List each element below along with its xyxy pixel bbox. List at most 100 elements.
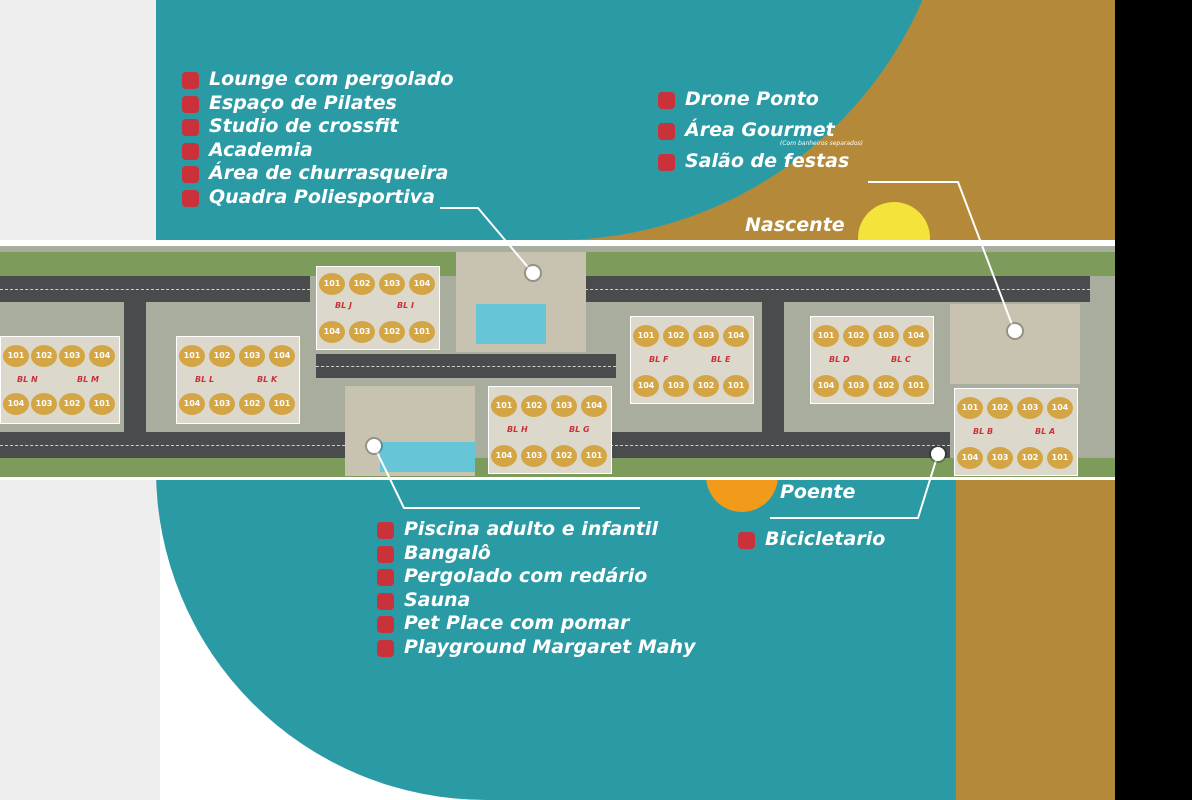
unit-number: 103 xyxy=(663,375,689,397)
unit-number: 101 xyxy=(269,393,295,415)
legend-item-label: Piscina adulto e infantil xyxy=(404,518,658,540)
unit-number: 103 xyxy=(239,345,265,367)
block-label: BL F xyxy=(649,355,669,364)
residential-block: 101 102 103 104 BL N BL M 104 103 102 10… xyxy=(0,336,120,424)
legend-item: Studio de crossfit xyxy=(182,115,454,139)
unit-number: 103 xyxy=(1017,397,1043,419)
unit-number: 103 xyxy=(551,395,577,417)
block-label: BL D xyxy=(829,355,850,364)
legend-item: Espaço de Pilates xyxy=(182,92,454,116)
unit-number: 104 xyxy=(633,375,659,397)
unit-number: 101 xyxy=(1047,447,1073,469)
legend-item-label: Espaço de Pilates xyxy=(209,91,397,114)
road-top xyxy=(0,276,310,302)
unit-number: 102 xyxy=(843,325,869,347)
unit-number: 104 xyxy=(491,445,517,467)
block-label: BL C xyxy=(891,355,911,364)
legend-item: Sauna xyxy=(377,589,695,613)
block-label: BL K xyxy=(257,375,278,384)
marker-icon xyxy=(658,92,675,109)
legend-item-label: Salão de festas xyxy=(685,150,850,172)
unit-number: 104 xyxy=(723,325,749,347)
residential-block: 101 102 103 104 BL H BL G 104 103 102 10… xyxy=(488,386,612,474)
unit-number: 102 xyxy=(1017,447,1043,469)
block-label: BL N xyxy=(17,375,38,384)
unit-number: 104 xyxy=(813,375,839,397)
legend-item: Lounge com pergolado xyxy=(182,68,454,92)
unit-number: 103 xyxy=(349,321,375,343)
unit-number: 102 xyxy=(209,345,235,367)
sunrise-label: Nascente xyxy=(745,214,845,236)
unit-number: 103 xyxy=(693,325,719,347)
unit-number: 103 xyxy=(843,375,869,397)
unit-number: 104 xyxy=(409,273,435,295)
unit-number: 104 xyxy=(903,325,929,347)
unit-number: 101 xyxy=(633,325,659,347)
amenity-area xyxy=(950,304,1080,384)
leisure-area-marker xyxy=(526,266,540,280)
legend-item-label: Área de churrasqueira xyxy=(209,162,449,184)
legend-item: Drone Ponto xyxy=(658,88,849,119)
unit-number: 102 xyxy=(521,395,547,417)
residential-block: 101 102 103 104 BL L BL K 104 103 102 10… xyxy=(176,336,300,424)
unit-number: 104 xyxy=(581,395,607,417)
legend-item: Área de churrasqueira xyxy=(182,162,454,186)
residential-block: 101 102 103 104 BL B BL A 104 103 102 10… xyxy=(954,388,1078,476)
unit-number: 103 xyxy=(379,273,405,295)
gourmet-area-marker xyxy=(1008,324,1022,338)
block-label: BL L xyxy=(195,375,215,384)
block-label: BL E xyxy=(711,355,731,364)
unit-number: 101 xyxy=(903,375,929,397)
unit-number: 104 xyxy=(89,345,115,367)
legend-item-label: Drone Ponto xyxy=(685,88,819,110)
legend-item: Salão de festas xyxy=(658,150,849,181)
unit-number: 101 xyxy=(813,325,839,347)
marker-icon xyxy=(377,545,394,563)
block-label: BL M xyxy=(77,375,99,384)
unit-number: 102 xyxy=(663,325,689,347)
legend-item-label: Área Gourmet xyxy=(685,119,835,141)
marker-icon xyxy=(658,123,675,140)
road-top xyxy=(560,276,1090,302)
marker-icon xyxy=(182,189,199,207)
unit-number: 101 xyxy=(319,273,345,295)
residential-block: 101 102 103 104 BL F BL E 104 103 102 10… xyxy=(630,316,754,404)
unit-number: 103 xyxy=(59,345,85,367)
legend-top-left: Lounge com pergolado Espaço de Pilates S… xyxy=(182,68,454,209)
unit-number: 101 xyxy=(491,395,517,417)
marker-icon xyxy=(182,166,199,183)
unit-number: 102 xyxy=(873,375,899,397)
road-bottom xyxy=(0,432,350,458)
block-label: BL H xyxy=(507,425,528,434)
pool-area-marker xyxy=(367,439,381,453)
legend-item-label: Playground Margaret Mahy xyxy=(404,635,696,658)
unit-number: 104 xyxy=(179,393,205,415)
teal-panel-bottom xyxy=(560,470,953,800)
legend-item-label: Lounge com pergolado xyxy=(209,68,454,90)
block-label: BL B xyxy=(973,427,994,436)
unit-number: 104 xyxy=(957,447,983,469)
block-label: BL J xyxy=(335,301,352,310)
legend-item-label: Bangalô xyxy=(404,541,491,564)
block-label: BL G xyxy=(569,425,590,434)
legend-item-label: Quadra Poliesportiva xyxy=(209,185,435,208)
unit-number: 102 xyxy=(59,393,85,415)
legend-bottom-right: Bicicletario xyxy=(738,528,885,552)
unit-number: 102 xyxy=(31,345,57,367)
gourmet-note: (Com banheiros separados) xyxy=(780,140,863,147)
marker-icon xyxy=(377,616,394,633)
unit-number: 101 xyxy=(723,375,749,397)
bike-rack-marker xyxy=(931,447,945,461)
unit-number: 103 xyxy=(987,447,1013,469)
unit-number: 103 xyxy=(209,393,235,415)
unit-number: 101 xyxy=(957,397,983,419)
legend-item: Academia xyxy=(182,139,454,163)
marker-icon xyxy=(182,119,199,136)
marker-icon xyxy=(658,154,675,171)
legend-bottom-left: Piscina adulto e infantil Bangalô Pergol… xyxy=(377,518,695,659)
unit-number: 102 xyxy=(379,321,405,343)
unit-number: 102 xyxy=(349,273,375,295)
legend-item-label: Pergolado com redário xyxy=(404,565,648,587)
unit-number: 102 xyxy=(239,393,265,415)
marker-icon xyxy=(377,592,394,610)
